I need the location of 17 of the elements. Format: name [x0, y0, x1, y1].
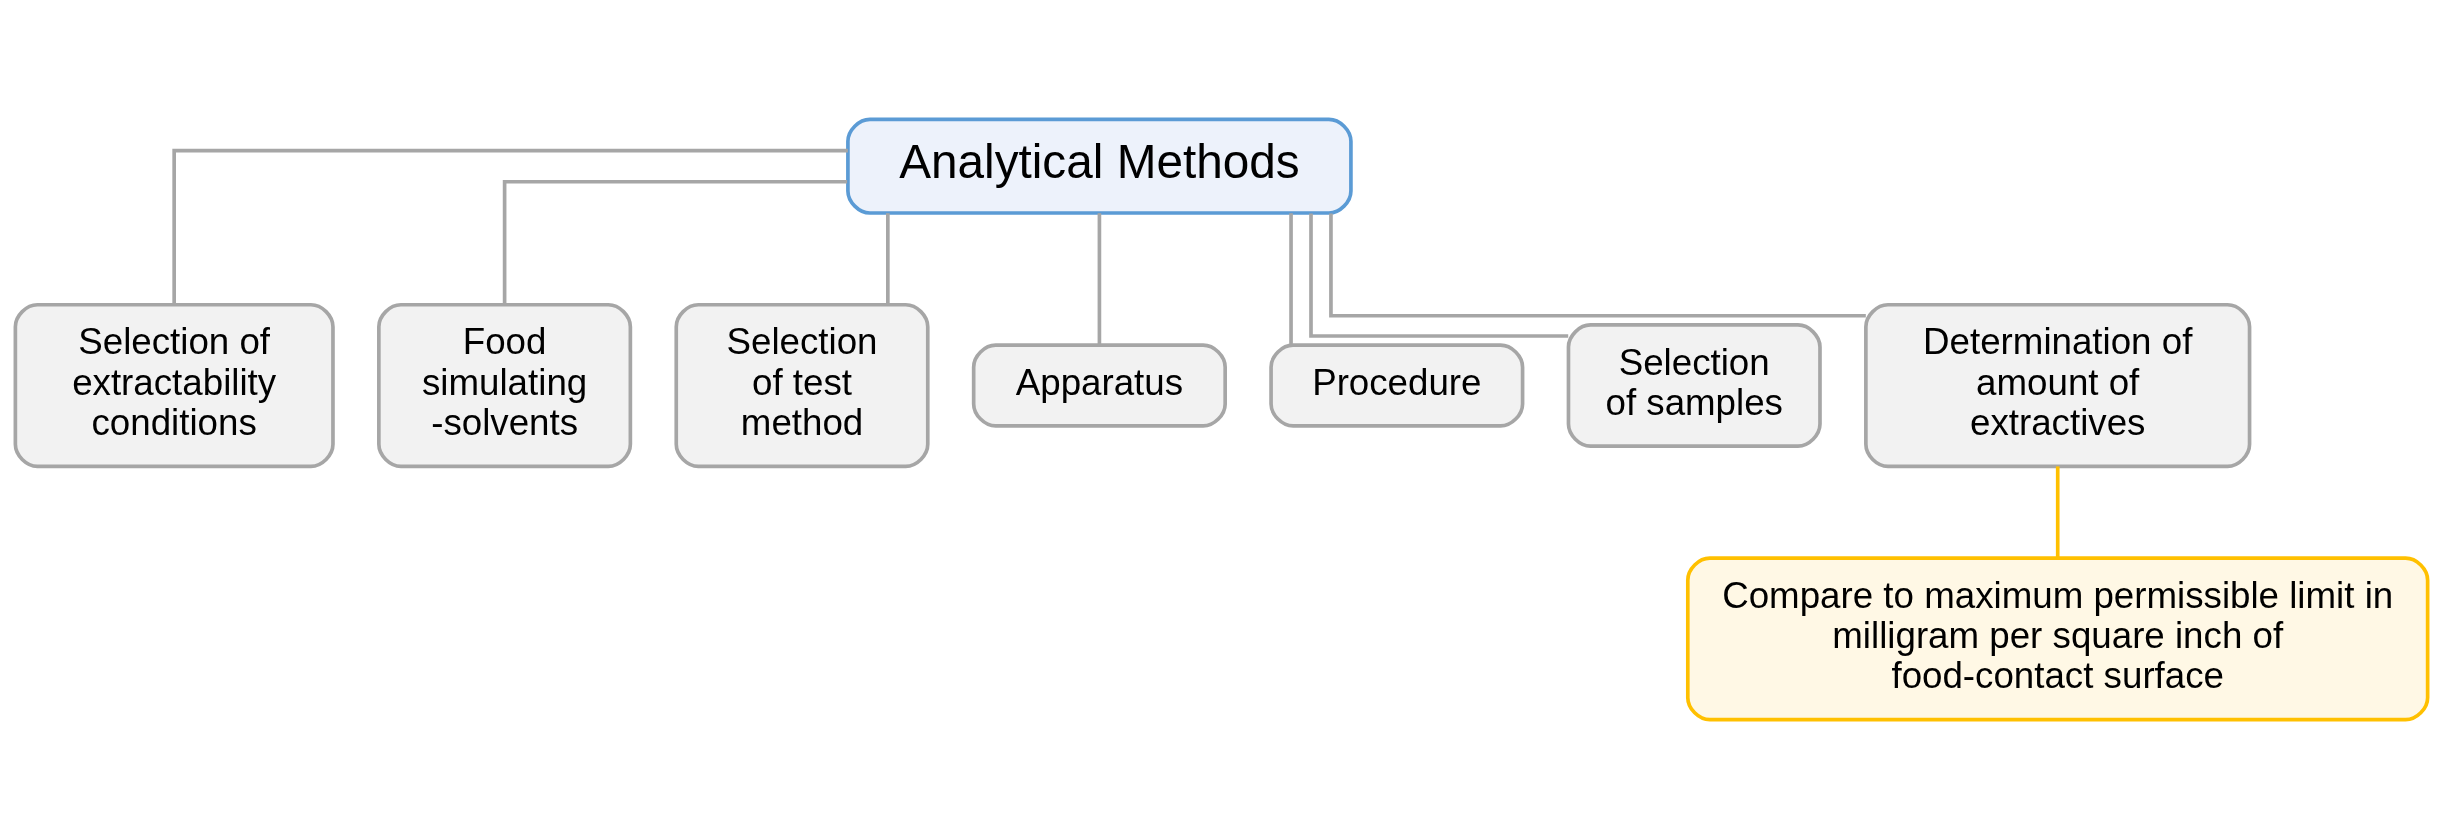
node-box: Food simulating -solvents [377, 302, 633, 469]
connector [502, 179, 848, 305]
connector [1329, 213, 1866, 318]
connector [172, 148, 848, 305]
connector [886, 213, 890, 304]
node-box: Compare to maximum permissible limit in milligram per square inch of food-contact surface [1685, 556, 2430, 722]
connector [1097, 213, 1102, 345]
node-box: Determination of amount of extractives [1864, 302, 2252, 469]
connector [1309, 213, 1569, 338]
node-box: Apparatus [971, 343, 1227, 428]
node-box: Selection of samples [1566, 323, 1822, 448]
node-box: Selection of test method [674, 302, 930, 469]
connector [1289, 213, 1293, 345]
node-box: Analytical Methods [846, 117, 1353, 215]
node-box: Selection of extractability conditions [13, 302, 335, 469]
node-box: Procedure [1269, 343, 1525, 428]
connector [2055, 466, 2060, 558]
